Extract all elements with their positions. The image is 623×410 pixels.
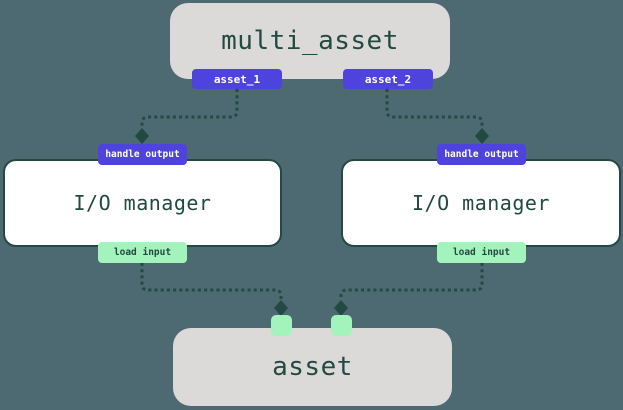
edge-asset2-to-right-io [385, 89, 484, 128]
load-input-badge-left-label: load input [113, 247, 172, 258]
arrowhead-diamond-left-bottom [274, 300, 288, 316]
handle-output-badge-left: handle output [98, 144, 187, 165]
edge-right-io-to-asset [339, 263, 484, 300]
edge-left-io-to-asset [140, 263, 283, 300]
output-port-asset-2: asset_2 [343, 69, 433, 89]
handle-output-badge-left-label: handle output [105, 149, 180, 160]
node-multi-asset: multi_asset [170, 3, 450, 79]
arrowhead-diamond-right-bottom [334, 300, 348, 316]
edge-asset1-to-left-io [140, 89, 239, 128]
node-io-manager-left: I/O manager [3, 159, 282, 247]
io-manager-right-label: I/O manager [412, 191, 550, 215]
load-input-badge-right: load input [437, 242, 526, 263]
output-port-asset-2-label: asset_2 [364, 72, 412, 86]
io-manager-left-label: I/O manager [73, 191, 212, 215]
arrowhead-diamond-left-top [135, 128, 149, 144]
asset-input-port-left [271, 315, 292, 336]
asset-label: asset [272, 352, 353, 382]
handle-output-badge-right-label: handle output [444, 149, 519, 160]
arrowhead-diamond-right-top [475, 128, 489, 144]
multi-asset-label: multi_asset [221, 26, 399, 56]
output-port-asset-1: asset_1 [192, 69, 282, 89]
handle-output-badge-right: handle output [437, 144, 526, 165]
load-input-badge-left: load input [98, 242, 187, 263]
node-asset: asset [173, 328, 452, 406]
load-input-badge-right-label: load input [452, 247, 511, 258]
asset-input-port-right [331, 315, 352, 336]
output-port-asset-1-label: asset_1 [213, 72, 261, 86]
node-io-manager-right: I/O manager [341, 159, 621, 247]
